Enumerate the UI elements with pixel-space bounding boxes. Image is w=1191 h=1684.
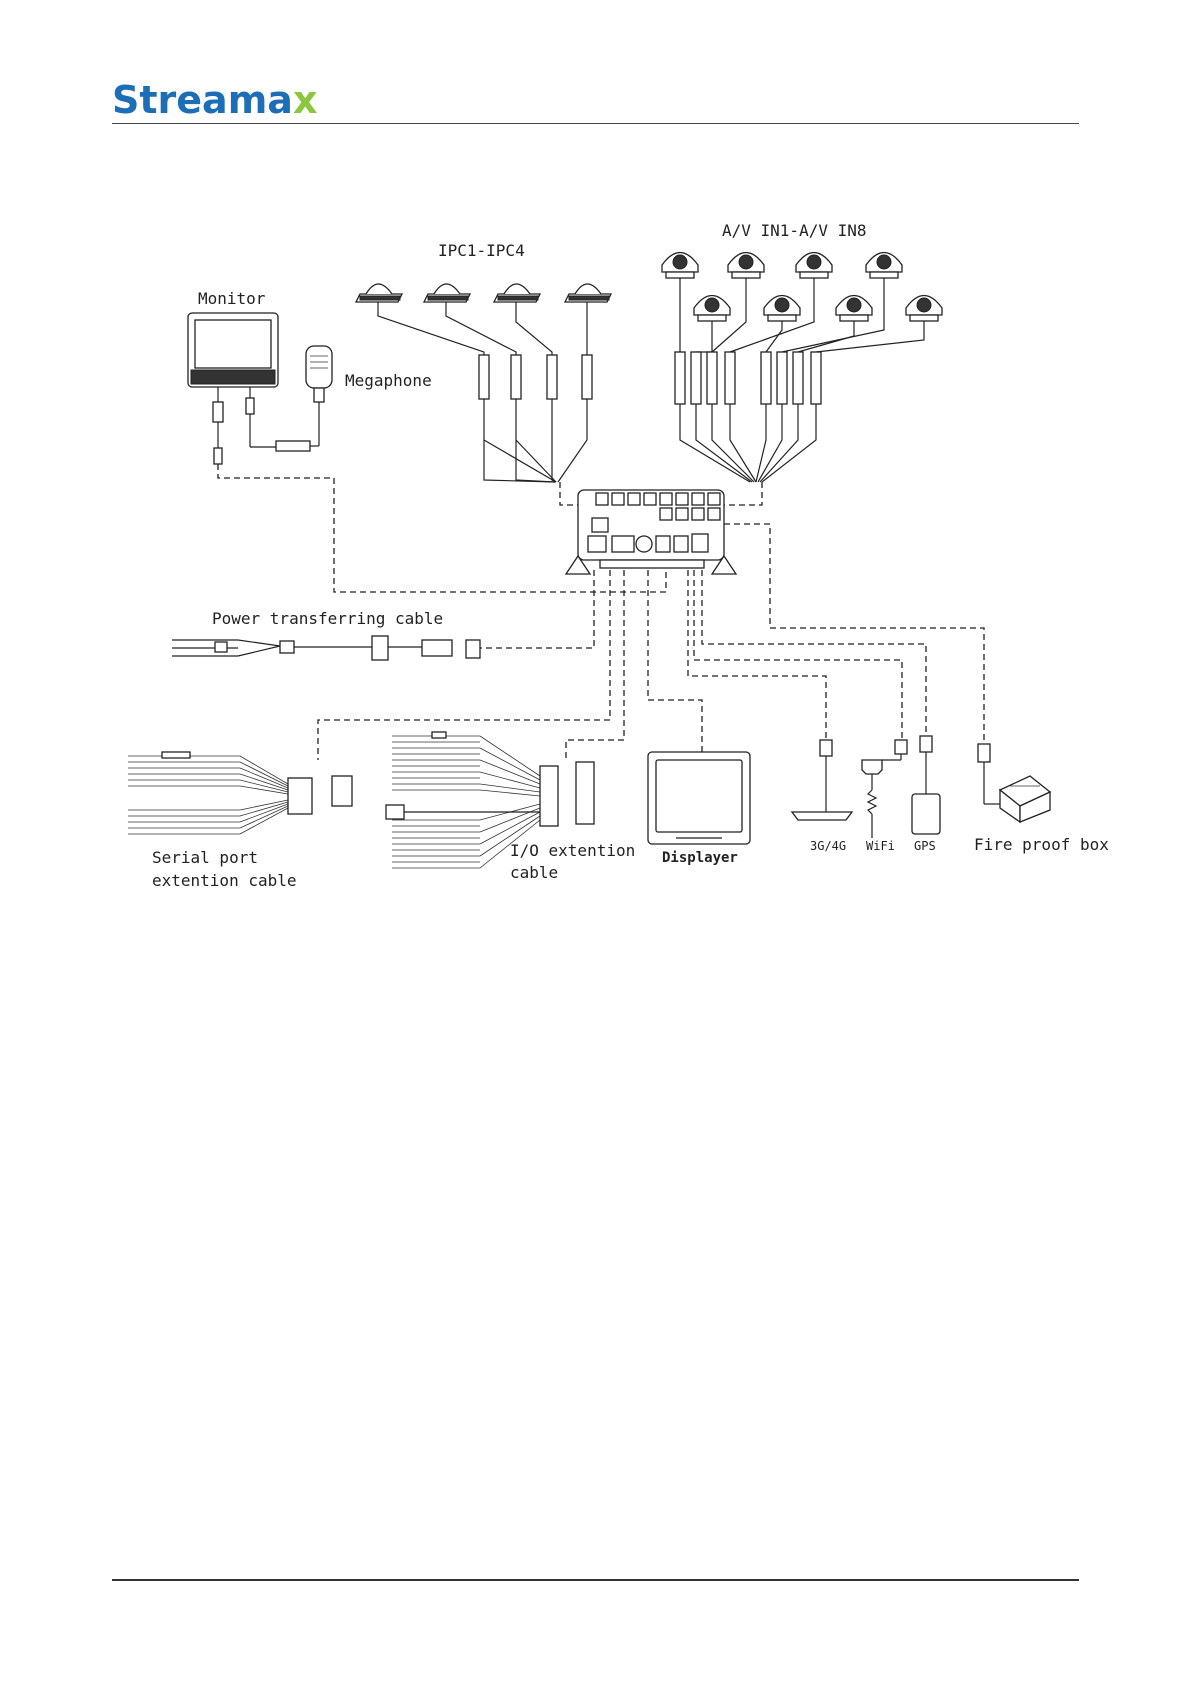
av-camera-8	[906, 296, 942, 322]
serial-cable-icon	[128, 752, 352, 834]
fire-proof-box-label: Fire proof box	[974, 835, 1109, 854]
megaphone-icon	[276, 346, 332, 451]
av-camera-4	[866, 253, 902, 279]
gps-antenna-icon	[912, 736, 940, 834]
wifi-antenna-icon	[862, 740, 907, 838]
av-camera-2	[728, 253, 764, 279]
displayer-label: Displayer	[662, 850, 738, 866]
ipc-label: IPC1-IPC4	[438, 241, 525, 260]
mdvr-unit	[566, 490, 736, 574]
monitor-label: Monitor	[198, 289, 266, 308]
footer-rule	[112, 1579, 1079, 1581]
displayer-icon	[648, 752, 750, 844]
av-in-label: A/V IN1-A/V IN8	[722, 221, 867, 240]
ipc-camera-1	[356, 284, 402, 302]
3g4g-antenna-icon	[792, 740, 852, 820]
ipc-camera-2	[424, 284, 470, 302]
serial-cable-label-1: Serial port	[152, 848, 258, 867]
av-camera-5	[694, 296, 730, 322]
serial-cable-label-2: extention cable	[152, 871, 297, 890]
power-cable-icon	[172, 636, 480, 660]
av-camera-7	[836, 296, 872, 322]
3g4g-label: 3G/4G	[810, 839, 846, 853]
fire-proof-box-icon	[978, 744, 1050, 822]
io-cable-label-2: cable	[510, 863, 558, 882]
monitor-icon	[188, 313, 278, 464]
ipc-cables	[378, 302, 592, 482]
av-camera-1	[662, 253, 698, 279]
av-camera-3	[796, 253, 832, 279]
wifi-label: WiFi	[866, 839, 895, 853]
ipc-camera-4	[565, 284, 611, 302]
gps-label: GPS	[914, 839, 936, 853]
megaphone-label: Megaphone	[345, 371, 432, 390]
io-cable-label-1: I/O extention	[510, 841, 635, 860]
ipc-camera-3	[494, 284, 540, 302]
av-camera-6	[764, 296, 800, 322]
power-cable-label: Power transferring cable	[212, 609, 443, 628]
